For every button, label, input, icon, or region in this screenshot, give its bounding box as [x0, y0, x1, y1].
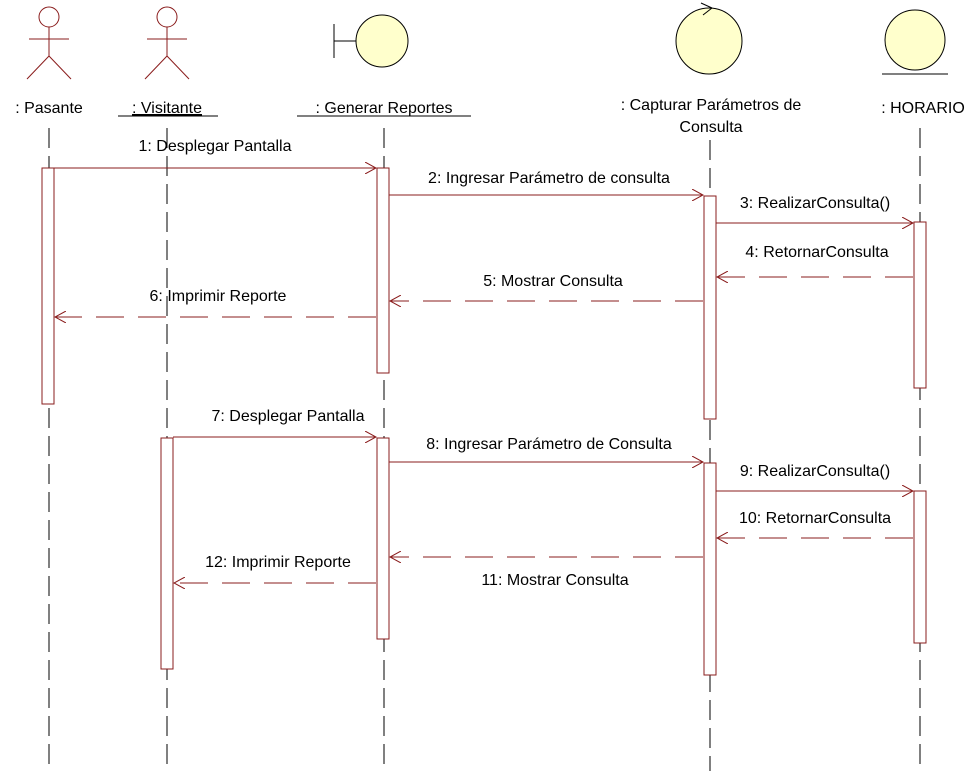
message-label-4: 4: RetornarConsulta: [745, 244, 888, 261]
message-label-1: 1: Desplegar Pantalla: [139, 138, 292, 155]
participant-label-capturar-line2: Consulta: [679, 119, 742, 136]
visitante-actor-icon: [144, 6, 190, 80]
activation-capturar-2: [703, 462, 717, 676]
activation-generar-2: [376, 437, 390, 640]
activation-horario-2: [913, 490, 927, 644]
activation-horario-1: [913, 221, 927, 389]
participant-label-visitante: : Visitante: [132, 100, 202, 117]
participant-label-horario: : HORARIO: [881, 100, 965, 117]
message-label-11: 11: Mostrar Consulta: [481, 572, 628, 589]
message-label-10: 10: RetornarConsulta: [739, 510, 891, 527]
participant-label-pasante: : Pasante: [15, 100, 83, 117]
message-label-12: 12: Imprimir Reporte: [205, 554, 351, 571]
pasante-actor-icon: [26, 6, 72, 80]
activation-generar-1: [376, 167, 390, 374]
activation-visitante: [160, 437, 174, 670]
boundary-icon: [333, 14, 409, 68]
message-label-3: 3: RealizarConsulta(): [740, 195, 890, 212]
message-label-9: 9: RealizarConsulta(): [740, 463, 890, 480]
message-label-5: 5: Mostrar Consulta: [483, 273, 623, 290]
entity-icon: [882, 9, 948, 75]
activation-pasante: [41, 167, 55, 405]
participant-label-generar-reportes: : Generar Reportes: [316, 100, 453, 117]
participant-label-capturar-line1: : Capturar Parámetros de: [621, 97, 802, 114]
activation-capturar-1: [703, 195, 717, 420]
message-label-2: 2: Ingresar Parámetro de consulta: [428, 170, 670, 187]
message-label-7: 7: Desplegar Pantalla: [212, 408, 365, 425]
message-label-8: 8: Ingresar Parámetro de Consulta: [426, 436, 672, 453]
message-label-6: 6: Imprimir Reporte: [150, 288, 287, 305]
control-icon: [675, 2, 743, 75]
